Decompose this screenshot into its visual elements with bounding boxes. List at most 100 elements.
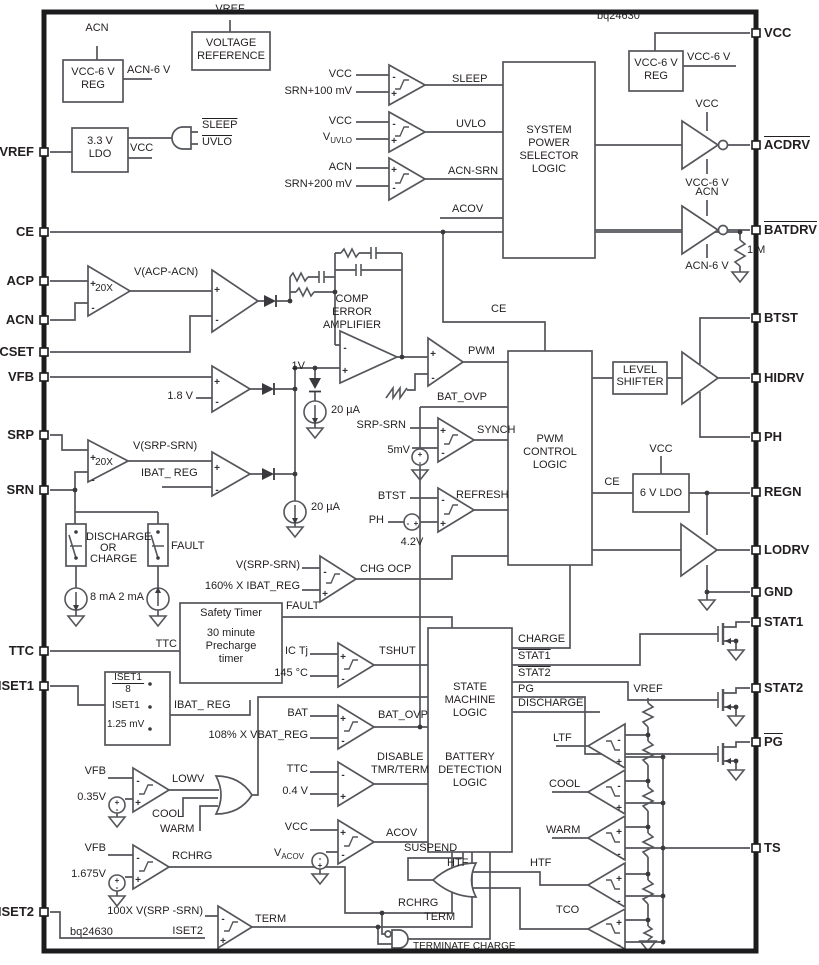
plus-sign: + (135, 875, 141, 886)
plus-sign: + (391, 165, 397, 176)
pin-squares (39, 28, 761, 917)
plus-sign: + (391, 136, 397, 147)
label-20ua-1: 20 µA (331, 404, 360, 416)
minus-sign: - (221, 914, 224, 925)
label-refresh-sig: REFRESH (456, 489, 509, 501)
amp-ibat (211, 450, 252, 498)
label-tshut-sig: TSHUT (379, 645, 416, 657)
comp-acov (337, 818, 376, 866)
label-timer: timer (218, 653, 244, 665)
ground-symbols (66, 271, 750, 953)
gate-sleep-uvlo (171, 126, 192, 150)
plus-sign: + (340, 652, 346, 663)
label-chgocp-sig: CHG OCP (360, 563, 412, 575)
gate-and-terminate (391, 929, 409, 949)
amp-vfb (211, 364, 252, 414)
comp-ltf (586, 722, 626, 770)
minus-sign: - (136, 776, 139, 787)
capacitor-compensation (318, 247, 377, 283)
hysteresis-icons (139, 79, 620, 934)
label-108pct: 108% X VBAT_REG (208, 729, 308, 741)
plus-sign: + (340, 714, 346, 725)
label-ltf: LTF (553, 732, 572, 744)
passives (64, 79, 750, 953)
comp-uvlo (388, 110, 427, 154)
resistor-1m (733, 239, 747, 267)
label-vuvlo: VUVLO (323, 131, 352, 147)
label-vcc6v-reg-r1: VCC-6 V (634, 57, 678, 69)
label-6vldo: 6 V LDO (639, 487, 683, 499)
source-1v675 (108, 874, 126, 892)
label-iset1-den: 8 (125, 684, 131, 695)
wires-mid-left (50, 252, 508, 616)
comp-lowv (132, 766, 171, 814)
minus-sign: - (419, 458, 422, 467)
label-warm-in: WARM (160, 823, 195, 835)
amp-20x-srp (87, 438, 130, 484)
minus-sign: - (617, 896, 620, 907)
minus-sign: - (341, 850, 344, 861)
label-batdrv-acn: ACN (695, 186, 719, 198)
label-spsl-2: POWER (528, 137, 570, 149)
label-srn100mv: SRN+100 mV (284, 85, 352, 97)
plus-sign: + (214, 463, 220, 474)
plus-sign: + (616, 827, 622, 838)
label-error: ERROR (332, 306, 372, 318)
label-145c: 145 °C (274, 667, 308, 679)
pin-label-btst: BTST (764, 310, 798, 325)
block-33v-ldo (71, 127, 129, 173)
minus-sign: - (116, 883, 119, 892)
label-term-sm: TERM (424, 911, 456, 923)
label-20x-1: 20X (95, 283, 113, 294)
polarity-signs: - + - + + - + - + - + - + - + - - + + - … (90, 72, 622, 951)
driver-batdrv (681, 204, 720, 256)
label-rchrg-sig: RCHRG (172, 850, 213, 862)
label-logic-2: LOGIC (452, 777, 488, 789)
switch-discharge-charge (65, 523, 87, 567)
plus-sign: + (115, 798, 120, 807)
label-33v: 3.3 V (87, 135, 113, 147)
minus-sign: - (323, 567, 326, 578)
wires-top (50, 20, 750, 351)
minus-sign: - (136, 853, 139, 864)
pin-label-ph: PH (764, 429, 783, 444)
pin-label-vcc: VCC (764, 25, 792, 40)
inverter-bubble-batdrv (717, 224, 729, 236)
label-stat2-out: STAT2 (518, 667, 551, 679)
label-acn-comp: ACN (328, 161, 352, 173)
label-0v4: 0.4 V (282, 785, 308, 797)
plus-sign: + (414, 519, 419, 528)
source-5mv (411, 448, 429, 466)
label-vfb-lowv: VFB (84, 765, 106, 777)
label-htf-comp: HTF (530, 857, 552, 869)
comp-disable-tmr (337, 760, 376, 808)
plus-sign: + (440, 426, 446, 437)
label-vfb-rchrg: VFB (84, 842, 106, 854)
label-battery: BATTERY (445, 751, 495, 763)
pin-label-gnd: GND (764, 584, 793, 599)
gate-bubble (384, 930, 392, 938)
label-amplifier: AMPLIFIER (322, 319, 382, 331)
label-vacov: VACOV (274, 847, 304, 863)
gate-or-precharge (214, 775, 254, 815)
label-20x-2: 20X (95, 457, 113, 468)
amp-20x-acp (87, 264, 132, 318)
comp-chg-ocp (319, 554, 358, 604)
part-number-bottom: bq24630 (70, 926, 113, 938)
part-number-top: bq24630 (597, 10, 640, 22)
driver-lodrv (680, 522, 719, 578)
label-5mv: 5mV (387, 444, 410, 456)
label-1v675: 1.675V (71, 868, 106, 880)
label-logic-1: LOGIC (452, 707, 488, 719)
label-1v25mv: 1.25 mV (107, 719, 145, 730)
label-fault-timer: FAULT (286, 600, 320, 612)
pin-label-iset1: ISET1 (0, 678, 34, 693)
label-batovp-sig: BAT_OVP (437, 391, 487, 403)
minus-sign: - (319, 854, 322, 863)
blocks (62, 31, 690, 853)
block-voltage-reference (191, 31, 271, 71)
comp-term (217, 904, 254, 950)
plus-sign: + (318, 861, 323, 870)
label-tmrterm: TMR/TERM (371, 764, 430, 776)
